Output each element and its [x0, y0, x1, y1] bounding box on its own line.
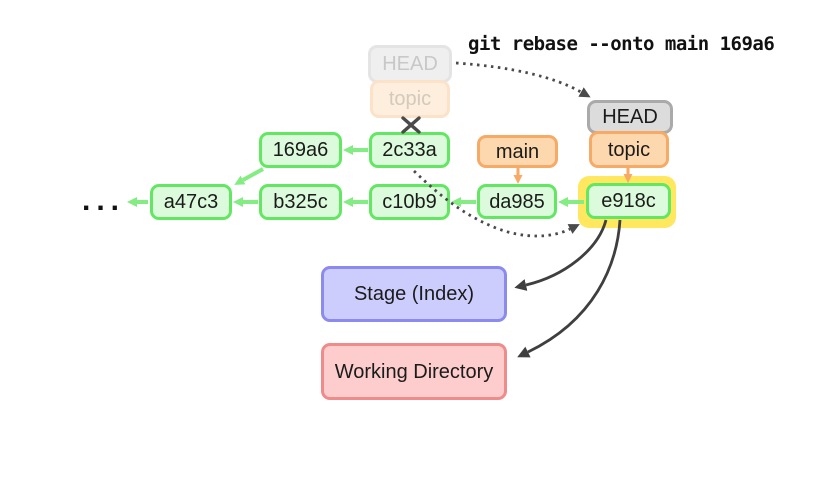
commit-169a6: 169a6 [259, 132, 342, 168]
old-head-ref: HEAD [368, 45, 452, 83]
commit-c10b9: c10b9 [369, 184, 450, 220]
commit-da985: da985 [477, 184, 557, 219]
history-ellipsis: ... [82, 184, 126, 217]
topic-ref: topic [589, 131, 669, 168]
commit-e918c: e918c [586, 183, 671, 219]
command-text: git rebase --onto main 169a6 [468, 33, 775, 55]
commit-a47c3: a47c3 [150, 184, 232, 220]
main-ref: main [477, 135, 558, 168]
stage-index-box: Stage (Index) [321, 266, 507, 322]
commit-b325c: b325c [259, 184, 342, 220]
working-directory-box: Working Directory [321, 343, 507, 400]
old-topic-ref: topic [370, 80, 450, 118]
head-ref: HEAD [587, 100, 673, 134]
commit-2c33a: 2c33a [369, 132, 450, 168]
